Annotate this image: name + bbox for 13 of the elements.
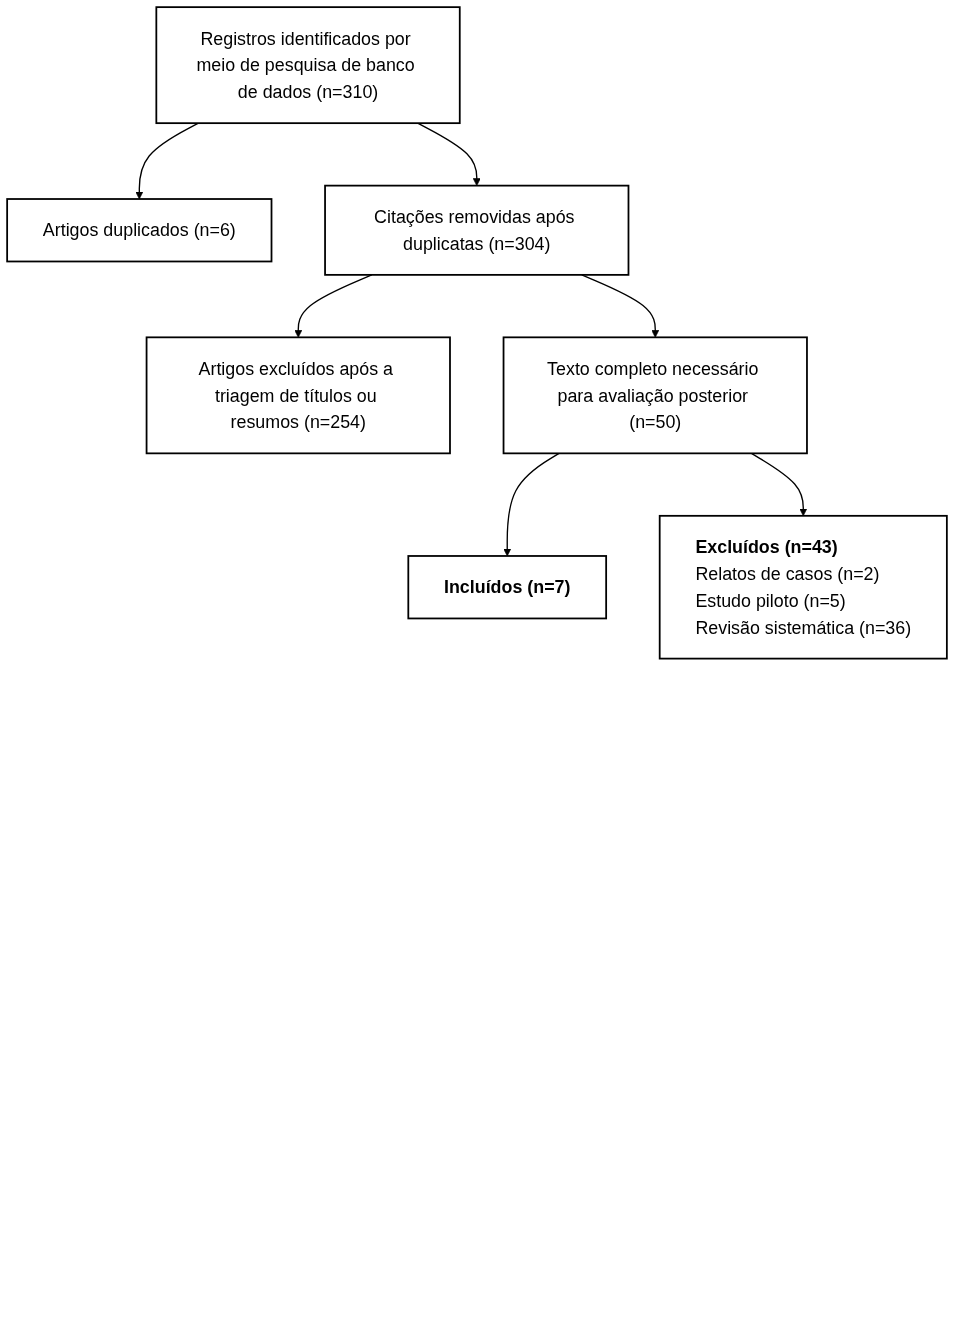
node-box: Texto completo necessário para avaliação posterior (n=50) <box>502 336 808 455</box>
arrow <box>503 452 560 557</box>
arrow <box>294 274 373 338</box>
node-box: Excluídos (n=43) Relatos de casos (n=2) Estudo piloto (n=5) Revisão sistemática (n=36) <box>658 514 948 660</box>
node-box: Artigos duplicados (n=6) <box>6 198 273 263</box>
arrow <box>750 452 808 517</box>
arrow <box>417 122 481 186</box>
node-box: Incluídos (n=7) <box>407 555 608 620</box>
arrow <box>581 274 660 338</box>
node-box: Registros identificados por meio de pesquisa de banco de dados (n=310) <box>155 6 461 125</box>
node-box: Citações removidas após duplicatas (n=304) <box>324 184 630 276</box>
node-box: Artigos excluídos após a triagem de títulos ou resumos (n=254) <box>145 336 451 455</box>
arrow <box>135 122 200 200</box>
